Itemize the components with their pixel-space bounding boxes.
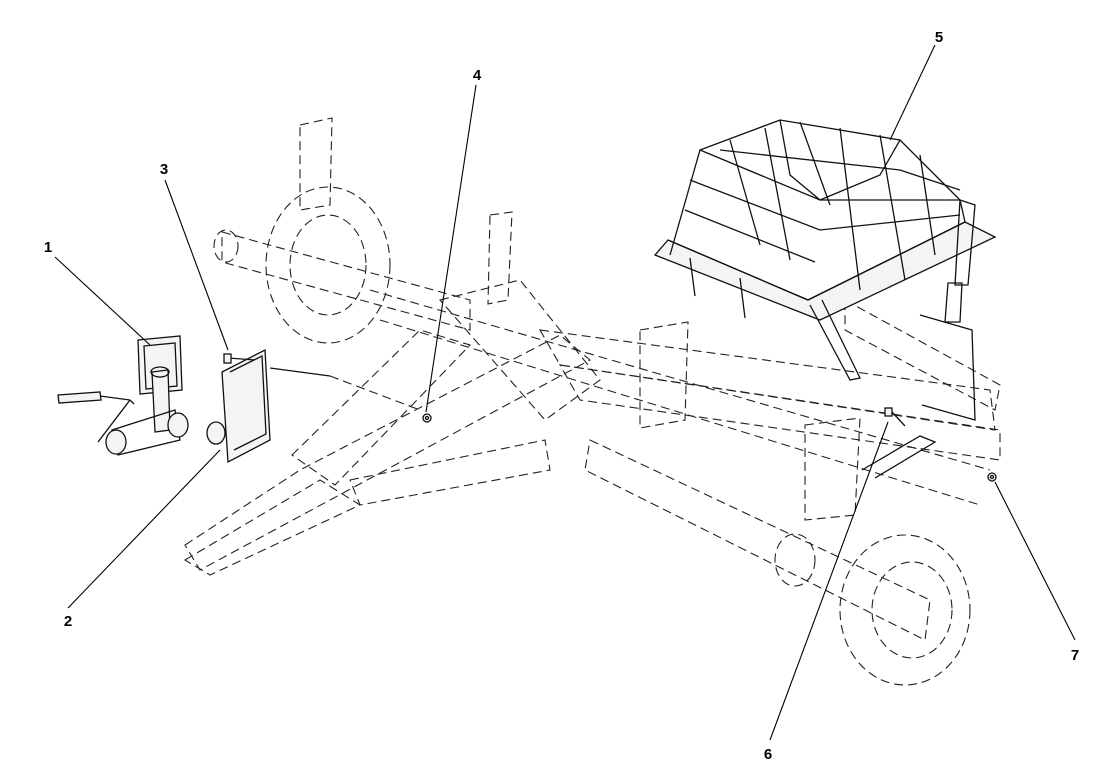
jack-part xyxy=(57,335,189,456)
callout-4: 4 xyxy=(473,67,482,84)
trailer-frame xyxy=(183,117,1001,686)
leader-lines xyxy=(54,44,1076,741)
callout-5: 5 xyxy=(935,29,943,46)
callout-labels: 1 2 3 4 5 6 7 xyxy=(44,29,1079,763)
mount-plate-part xyxy=(206,348,421,464)
bolt-part-3 xyxy=(223,353,256,364)
callout-1: 1 xyxy=(44,239,52,256)
callout-7: 7 xyxy=(1071,647,1079,664)
bolt-part-6 xyxy=(861,407,937,479)
wire-basket-part xyxy=(653,119,997,381)
callout-2: 2 xyxy=(64,613,72,630)
nut-part-7 xyxy=(919,314,997,482)
callout-6: 6 xyxy=(764,746,772,763)
nut-part-4 xyxy=(422,413,432,423)
callout-3: 3 xyxy=(160,161,168,178)
